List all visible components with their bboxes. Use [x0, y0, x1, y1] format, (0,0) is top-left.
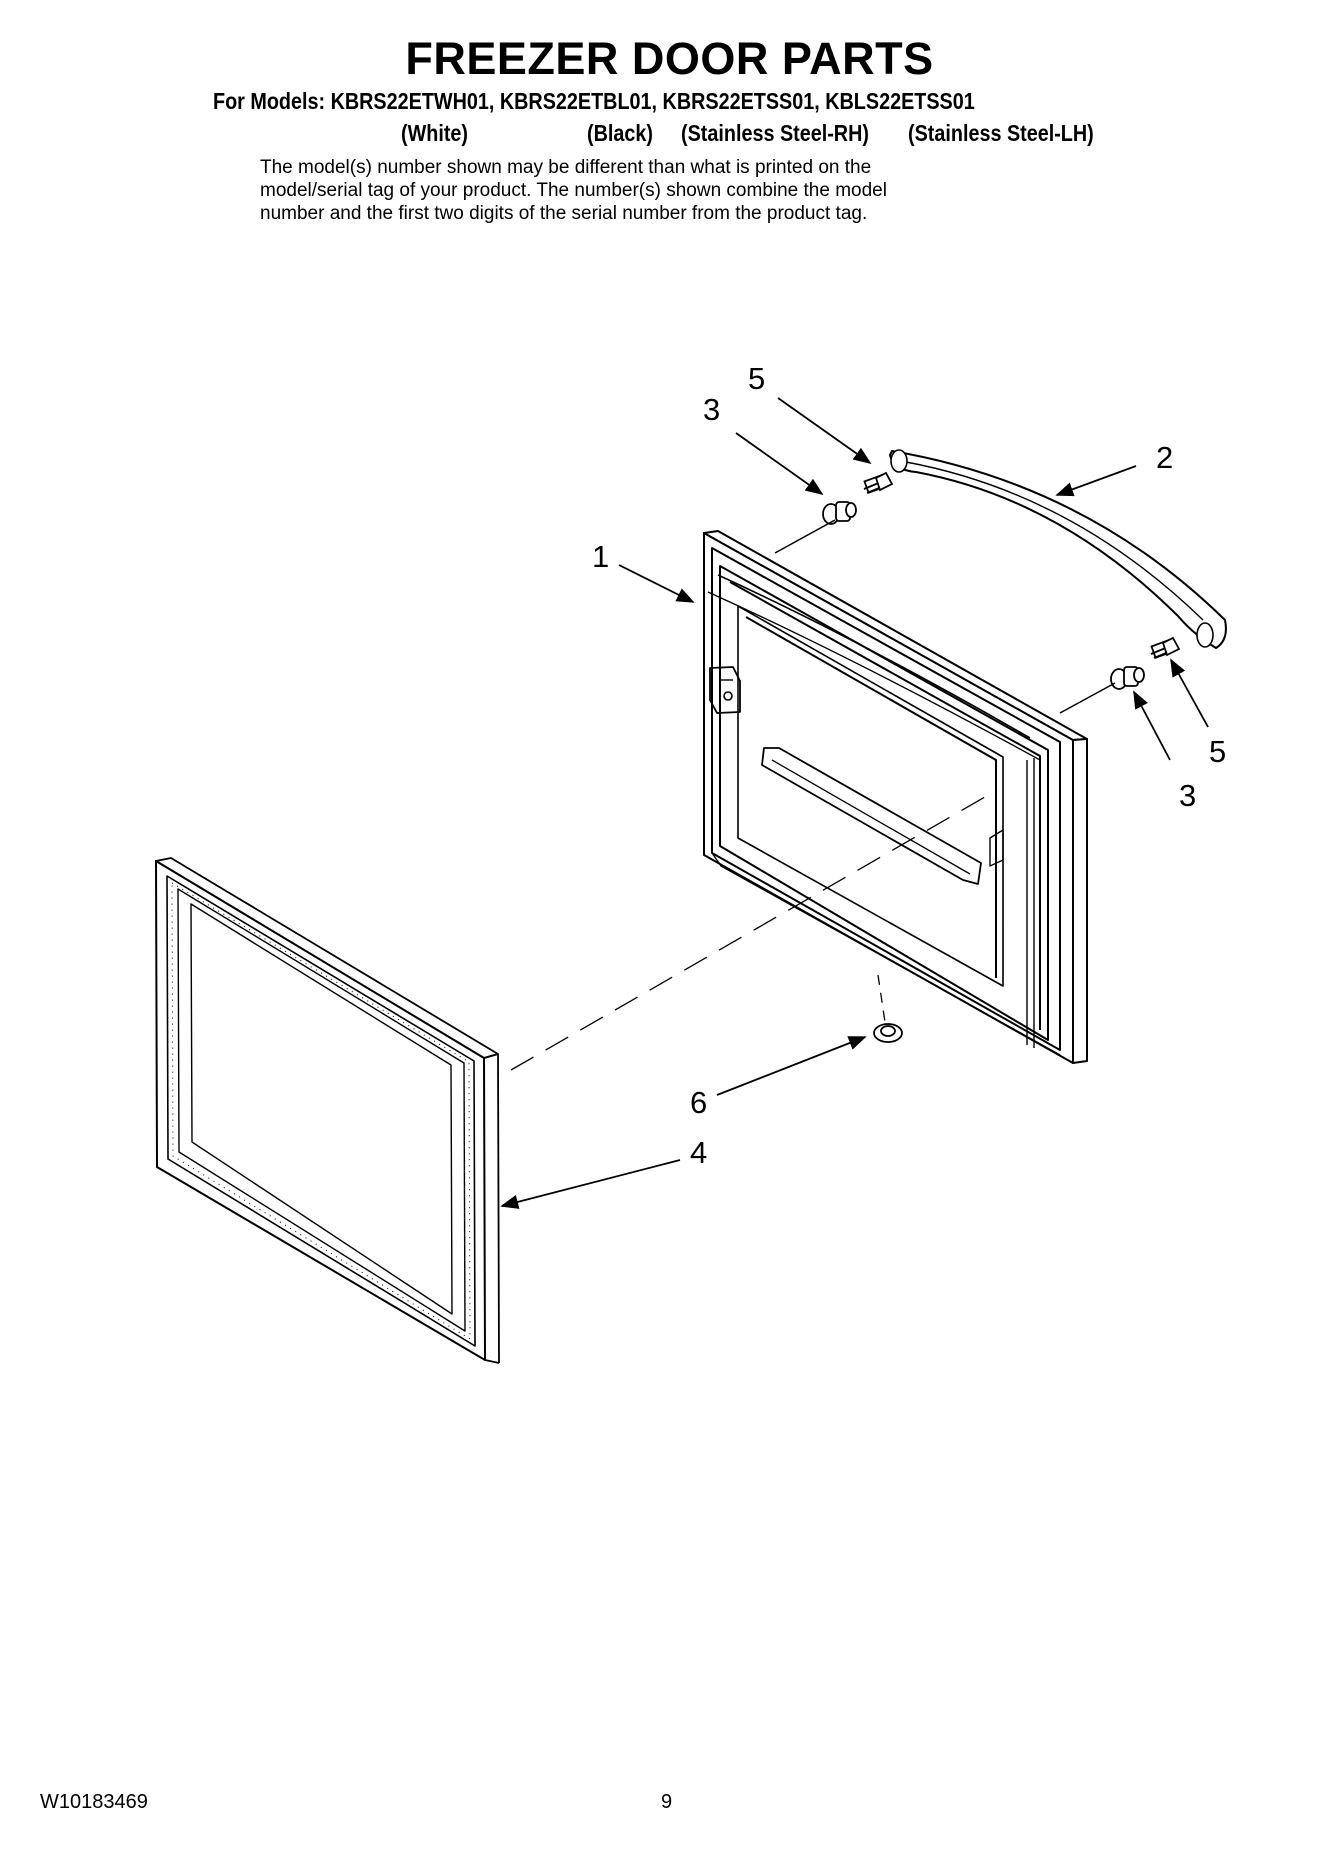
- callout-3-bottom: 3: [1179, 778, 1196, 813]
- assembly-guide-lines: [510, 519, 1116, 1071]
- models-line: For Models: KBRS22ETWH01, KBRS22ETBL01, …: [213, 88, 975, 114]
- callout-2: 2: [1156, 440, 1173, 475]
- handle-screw-bottom: [1150, 636, 1181, 659]
- page-title: FREEZER DOOR PARTS: [405, 33, 934, 84]
- callout-5-bottom: 5: [1209, 734, 1226, 769]
- page-number: 9: [661, 1791, 673, 1813]
- variant-stainless-lh: (Stainless Steel-LH): [908, 120, 1094, 146]
- callout-1: 1: [592, 539, 609, 574]
- handle-spacer-top: [822, 501, 857, 525]
- door-plug-part: [873, 1023, 903, 1043]
- model-number-note: The model(s) number shown may be differe…: [260, 156, 887, 225]
- callout-3-top: 3: [703, 392, 720, 427]
- callout-5-top: 5: [748, 361, 765, 396]
- variant-black: (Black): [587, 120, 653, 146]
- door-gasket-part: [155, 857, 500, 1364]
- callout-6: 6: [690, 1085, 707, 1120]
- callout-4: 4: [690, 1135, 707, 1170]
- callout-leaders: [500, 397, 1209, 1209]
- note-line: model/serial tag of your product. The nu…: [260, 180, 887, 201]
- handle-spacer-bottom: [1110, 666, 1145, 690]
- freezer-door-part: [703, 530, 1088, 1064]
- handle-screw-top: [863, 471, 894, 494]
- variant-stainless-rh: (Stainless Steel-RH): [681, 120, 869, 146]
- door-handle-part: [889, 449, 1227, 649]
- note-line: number and the first two digits of the s…: [260, 203, 868, 224]
- note-line: The model(s) number shown may be differe…: [260, 157, 872, 178]
- variant-white: (White): [401, 120, 469, 146]
- document-number: W10183469: [40, 1791, 148, 1813]
